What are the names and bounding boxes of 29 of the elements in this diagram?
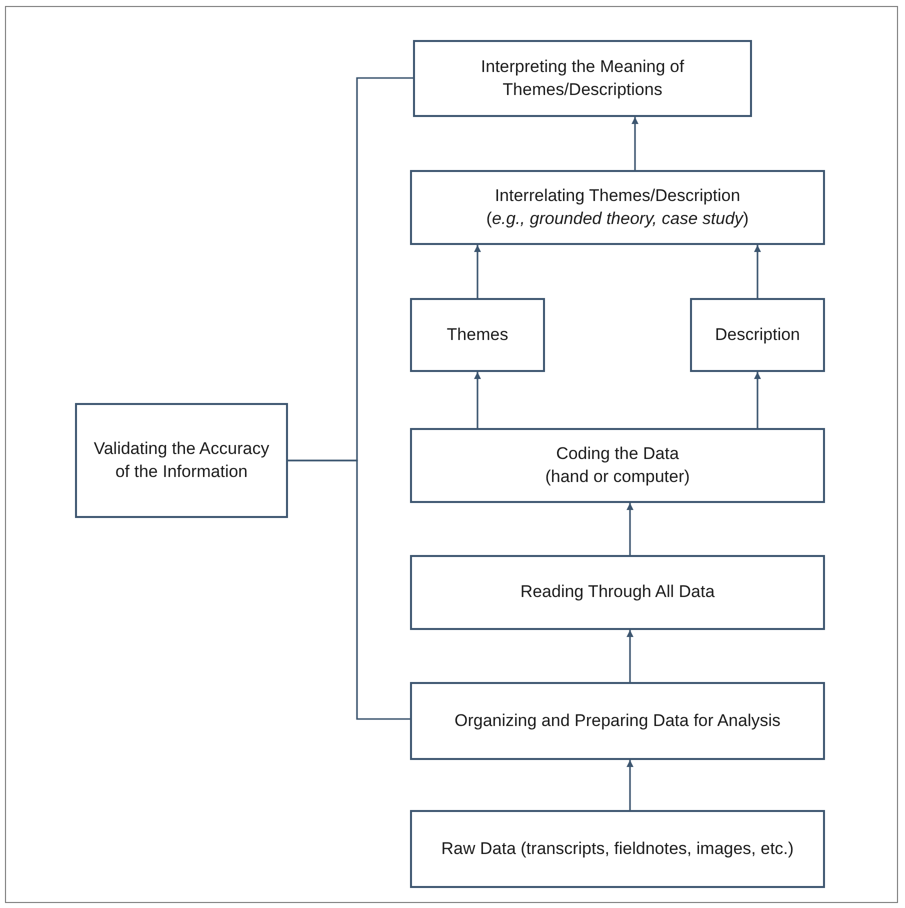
box-label: Description [714, 324, 800, 346]
box-label: (hand or computer) [545, 466, 690, 488]
box-label: Interpreting the Meaning of Themes/Descriptions [480, 56, 686, 100]
process-box [410, 170, 825, 245]
arrow [474, 245, 481, 298]
box-label: Interrelating Themes/Description [494, 184, 740, 207]
box-label: Organizing and Preparing Data for Analysis [454, 710, 780, 732]
box-label: (e.g., grounded theory, case study) [486, 208, 749, 230]
arrow [632, 117, 638, 170]
box-label: Themes [446, 324, 508, 346]
box-label: Coding the Data [556, 442, 679, 465]
arrow [754, 372, 761, 428]
process-box [410, 810, 825, 888]
arrow [754, 245, 761, 298]
process-box [410, 298, 545, 372]
process-box [690, 298, 825, 372]
arrow [626, 503, 634, 555]
arrow [626, 760, 634, 810]
box-label: Raw Data (transcripts, fieldnotes, images, etc.) [441, 838, 794, 860]
process-box [410, 555, 825, 630]
arrow [474, 372, 481, 428]
process-box [413, 40, 752, 117]
box-label: Validating the Accuracy of the Information [92, 438, 270, 482]
process-box [410, 682, 825, 760]
process-box [75, 403, 288, 518]
arrow [626, 630, 634, 682]
connector-line [288, 460, 410, 720]
process-box [410, 428, 825, 503]
box-label: Reading Through All Data [520, 581, 715, 604]
